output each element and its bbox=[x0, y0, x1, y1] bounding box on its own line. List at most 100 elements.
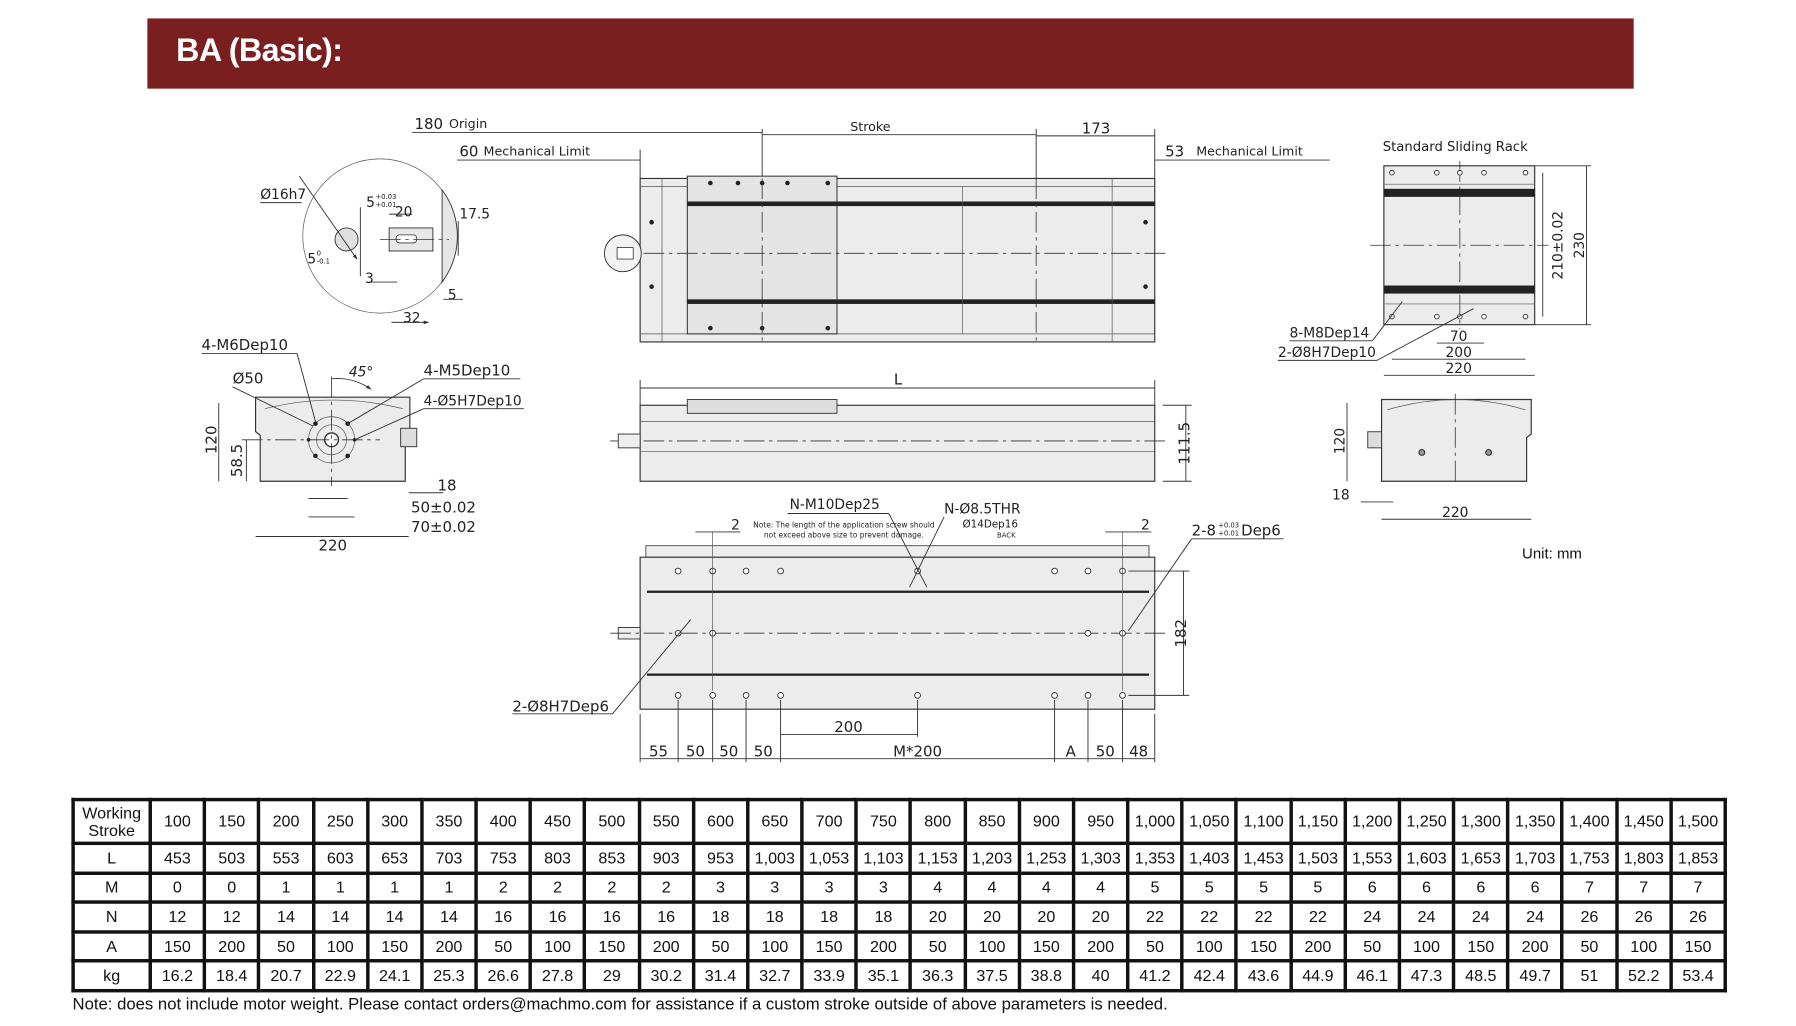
table-cell: 350 bbox=[420, 797, 478, 846]
table-cell: 26 bbox=[1560, 900, 1619, 934]
table-cell: 22 bbox=[1180, 900, 1239, 934]
table-cell: 550 bbox=[637, 797, 696, 846]
table-cell: 18.4 bbox=[202, 959, 261, 993]
table-cell: 1 bbox=[365, 871, 424, 904]
table-cell: 1,150 bbox=[1288, 797, 1347, 846]
table-cell: 25.3 bbox=[420, 959, 478, 993]
table-cell: 150 bbox=[800, 930, 858, 963]
shaft-length-label: 32 bbox=[403, 310, 421, 326]
table-cell: 1,553 bbox=[1343, 841, 1402, 875]
table-cell: 29 bbox=[582, 959, 641, 993]
front-width-label: 220 bbox=[318, 536, 347, 554]
table-cell: 24 bbox=[1451, 900, 1510, 934]
table-cell: 2 bbox=[474, 871, 533, 904]
top-view: 180 Origin 60 Mechanical Limit Stroke 17… bbox=[412, 115, 1330, 343]
bottom-height-label: 182 bbox=[1172, 619, 1190, 648]
table-cell: 24 bbox=[1506, 900, 1565, 934]
table-cell: 1 bbox=[420, 871, 478, 904]
dim-m200: M*200 bbox=[893, 742, 942, 760]
table-cell: 200 bbox=[637, 930, 696, 963]
table-cell: 853 bbox=[582, 841, 641, 875]
table-cell: 20 bbox=[1017, 900, 1076, 934]
screw-note-line-2: not exceed above size to prevent damage. bbox=[764, 531, 924, 540]
table-cell: 22 bbox=[1126, 900, 1184, 934]
table-cell: 1,003 bbox=[745, 841, 804, 875]
table-cell: 1,103 bbox=[854, 841, 913, 875]
table-cell: 1,000 bbox=[1126, 797, 1184, 846]
table-cell: 50 bbox=[908, 930, 967, 963]
table-cell: 600 bbox=[691, 797, 750, 846]
end-width-label: 220 bbox=[1442, 505, 1468, 521]
table-cell: 100 bbox=[528, 930, 587, 963]
table-cell: 150 bbox=[365, 930, 424, 963]
n-m10-callout: N-M10Dep25 bbox=[790, 497, 880, 513]
table-cell: 1,050 bbox=[1180, 797, 1239, 846]
side-height-label: 111.5 bbox=[1175, 422, 1193, 465]
table-cell: 26 bbox=[1669, 900, 1727, 934]
table-cell: 30.2 bbox=[637, 959, 696, 993]
table-cell: 22 bbox=[1234, 900, 1293, 934]
table-cell: 1,453 bbox=[1234, 841, 1293, 875]
table-cell: 42.4 bbox=[1180, 959, 1239, 993]
table-cell: 900 bbox=[1017, 797, 1076, 846]
table-cell: 50 bbox=[691, 930, 750, 963]
table-cell: 6 bbox=[1451, 871, 1510, 904]
table-cell: 12 bbox=[202, 900, 261, 934]
key-depth-label: 5 bbox=[307, 252, 316, 268]
table-cell: 703 bbox=[420, 841, 478, 875]
table-cell: 750 bbox=[854, 797, 913, 846]
pin-right-depth: Dep6 bbox=[1241, 521, 1281, 539]
table-cell: 1,353 bbox=[1126, 841, 1184, 875]
table-cell: 500 bbox=[582, 797, 641, 846]
table-cell: 300 bbox=[365, 797, 424, 846]
angle-label: 45° bbox=[349, 364, 373, 380]
table-cell: 2 bbox=[582, 871, 641, 904]
table-cell: 16 bbox=[528, 900, 587, 934]
rack-title: Standard Sliding Rack bbox=[1383, 140, 1528, 155]
table-cell: 0 bbox=[148, 871, 207, 904]
table-cell: 6 bbox=[1343, 871, 1402, 904]
unit-label: Unit: mm bbox=[1522, 544, 1582, 562]
table-cell: 22.9 bbox=[311, 959, 370, 993]
table-cell: 18 bbox=[691, 900, 750, 934]
table-cell: 200 bbox=[420, 930, 478, 963]
front-18-label: 18 bbox=[437, 476, 456, 494]
table-cell: 150 bbox=[1017, 930, 1076, 963]
table-cell: 7 bbox=[1614, 871, 1673, 904]
table-cell: 26 bbox=[1614, 900, 1673, 934]
d5h7-callout: 4-Ø5H7Dep10 bbox=[424, 393, 522, 409]
table-cell: 2 bbox=[528, 871, 587, 904]
table-cell: 6 bbox=[1506, 871, 1565, 904]
shaft-detail: Ø16h7 5 +0.03 +0.01 20 17.5 5 0 -0.1 3 5… bbox=[260, 158, 490, 326]
key-width-tol-up: +0.03 bbox=[375, 193, 396, 201]
table-cell: 1,500 bbox=[1669, 797, 1727, 846]
table-cell: 1,503 bbox=[1288, 841, 1347, 875]
shaft-height-label: 17.5 bbox=[459, 207, 490, 223]
pin-right-callout: 2-8 bbox=[1192, 521, 1216, 539]
table-cell: 40 bbox=[1071, 959, 1130, 993]
table-cell: 753 bbox=[474, 841, 533, 875]
table-cell: 2 bbox=[637, 871, 696, 904]
table-cell: 100 bbox=[745, 930, 804, 963]
table-cell: 1,753 bbox=[1560, 841, 1619, 875]
table-cell: 953 bbox=[691, 841, 750, 875]
table-cell: 653 bbox=[365, 841, 424, 875]
table-cell: 1 bbox=[311, 871, 370, 904]
table-cell: 100 bbox=[963, 930, 1021, 963]
table-cell: 150 bbox=[582, 930, 641, 963]
table-cell: 4 bbox=[908, 871, 967, 904]
table-cell: 20 bbox=[1071, 900, 1130, 934]
table-cell: 100 bbox=[1397, 930, 1456, 963]
table-cell: 400 bbox=[474, 797, 533, 846]
rack-m8-callout: 8-M8Dep14 bbox=[1289, 325, 1369, 341]
right-offset-label: 173 bbox=[1082, 120, 1111, 138]
table-cell: 850 bbox=[963, 797, 1021, 846]
table-cell: 200 bbox=[257, 797, 315, 846]
table-cell: 16 bbox=[474, 900, 533, 934]
